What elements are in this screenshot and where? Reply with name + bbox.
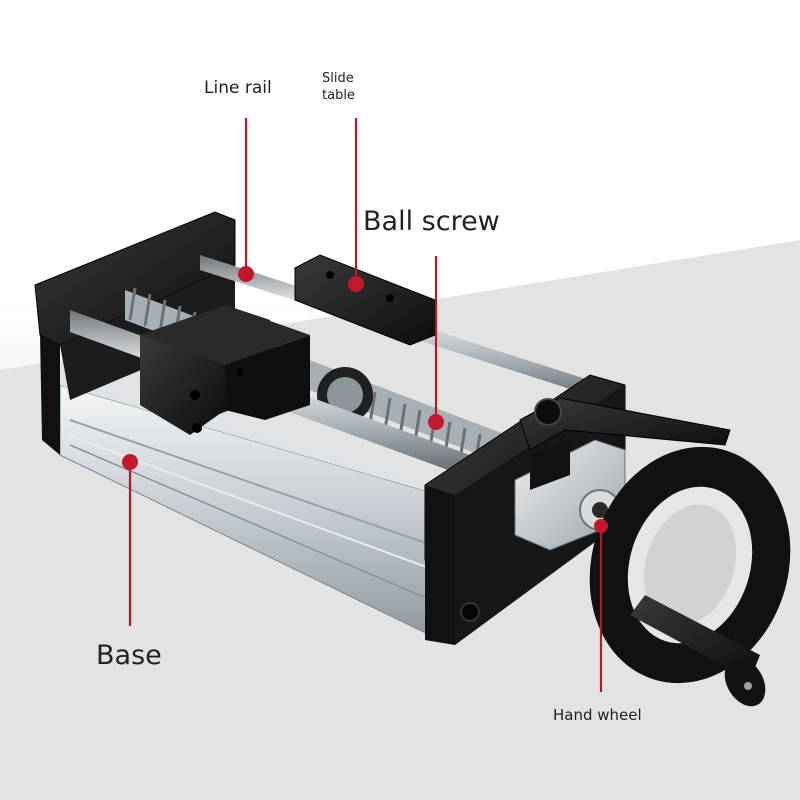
label-slide-table-line1: Slide <box>322 71 354 86</box>
label-hand-wheel: Hand wheel <box>553 706 642 724</box>
hand-wheel <box>589 446 791 707</box>
callout-base <box>122 454 138 626</box>
label-slide-table-line2: table <box>322 88 355 103</box>
slide-table <box>140 254 436 435</box>
callout-line-rail <box>238 118 254 282</box>
label-base: Base <box>96 640 162 671</box>
callout-slide-table <box>348 118 364 292</box>
label-ball-screw: Ball screw <box>363 206 500 237</box>
clamp-lever <box>519 397 731 490</box>
callout-hand-wheel <box>594 519 608 692</box>
callout-ball-screw <box>428 256 444 430</box>
label-line-rail: Line rail <box>204 78 272 98</box>
label-slide-table: Slide table <box>322 70 355 104</box>
